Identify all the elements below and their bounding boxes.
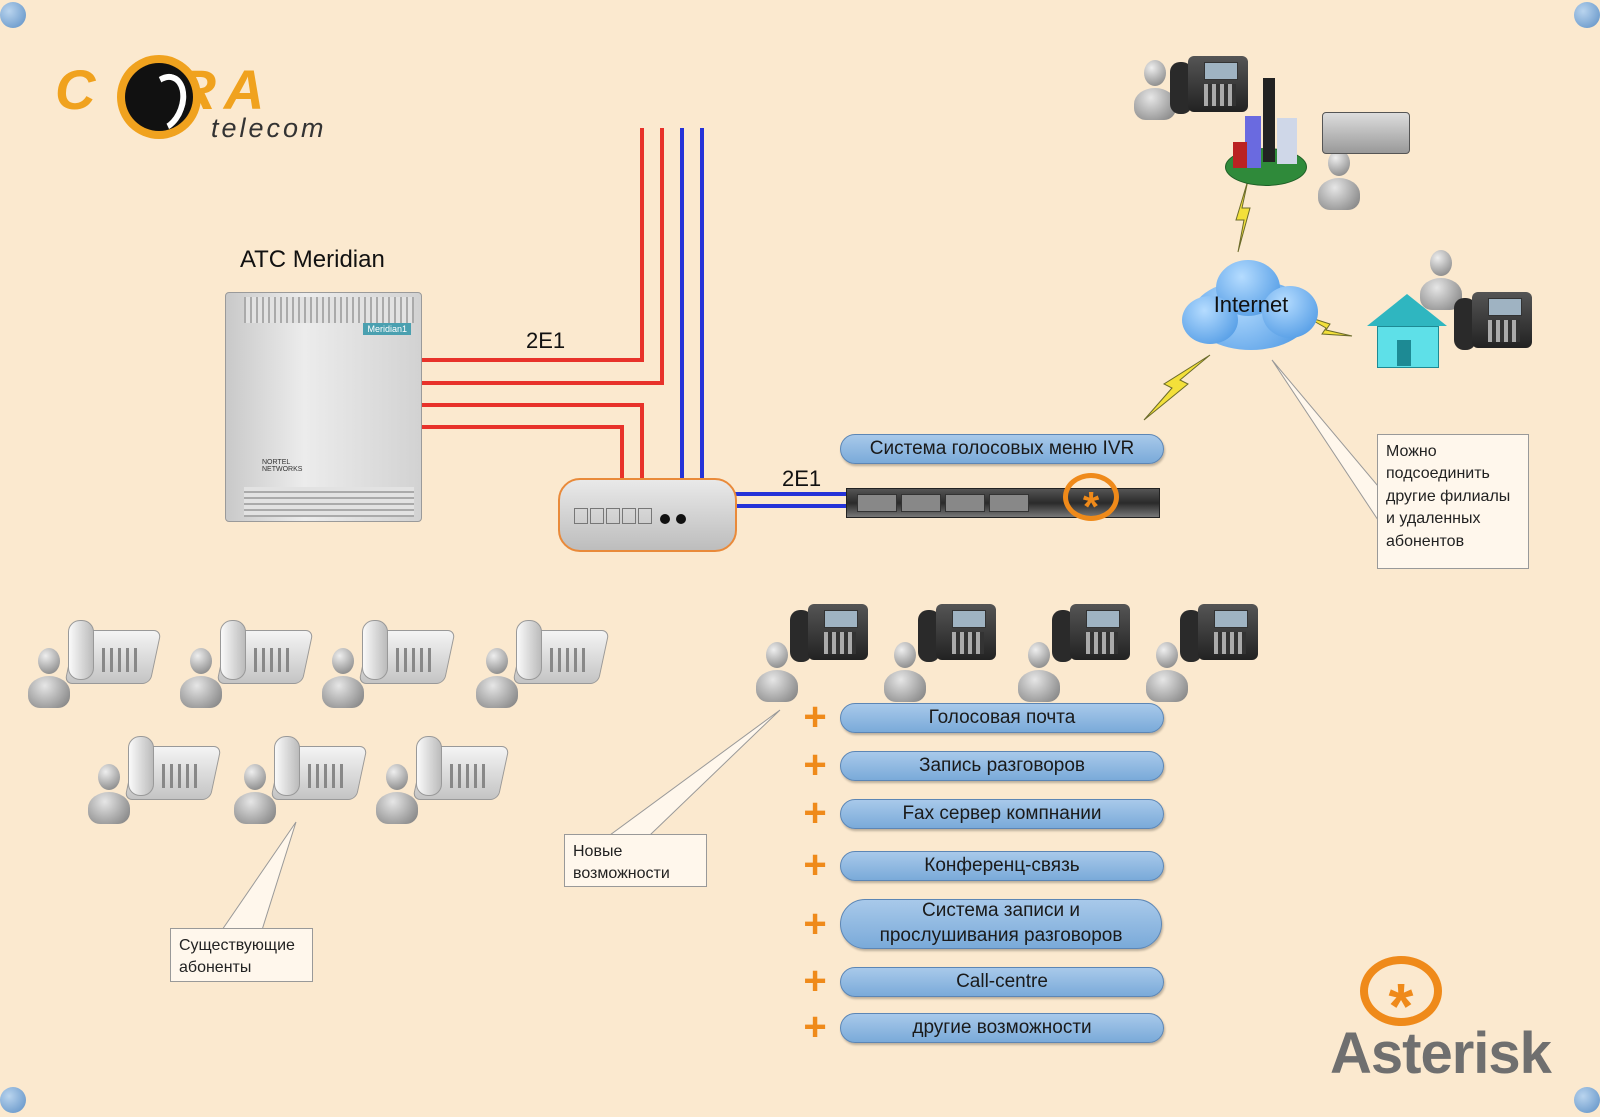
logo-sub: telecom — [211, 113, 327, 143]
user-figure-icon — [756, 642, 798, 704]
ip-phone-icon — [1170, 56, 1248, 114]
pda-device-icon — [1322, 112, 1410, 154]
user-figure-icon — [1134, 60, 1176, 122]
asterisk-logo-icon: * — [1360, 956, 1442, 1042]
lightning-bolts — [1143, 179, 1353, 421]
user-figure-icon — [884, 642, 926, 704]
corner-dot — [1574, 1087, 1600, 1113]
feature-item: Система записи и прослушивания разговоро… — [840, 899, 1162, 949]
user-figure-icon — [234, 764, 276, 826]
internet-label: Internet — [1213, 292, 1289, 317]
user-figure-icon — [476, 648, 518, 710]
logo-emblem — [117, 55, 201, 139]
feature-item: Голосовая почта — [840, 703, 1164, 733]
remote-office — [1225, 78, 1307, 188]
analog-phone-icon — [412, 736, 510, 800]
analog-phone-icon — [64, 620, 162, 684]
feature-item: Запись разговоров — [840, 751, 1164, 781]
analog-phone-icon — [512, 620, 610, 684]
user-figure-icon — [322, 648, 364, 710]
corner-dot — [1574, 2, 1600, 28]
pbx-vent-bottom — [244, 487, 414, 517]
ip-phone-icon — [1180, 604, 1258, 662]
callout-remote: Можно подсоединить другие филиалы и удал… — [1377, 434, 1529, 569]
plus-icon: + — [803, 791, 827, 835]
link-label-left: 2E1 — [526, 328, 566, 353]
house-icon — [1367, 294, 1447, 370]
user-figure-icon — [1318, 150, 1360, 212]
plus-icon: + — [803, 743, 827, 787]
pbx-vent-top — [244, 297, 414, 323]
feature-item: Конференц-связь — [840, 851, 1164, 881]
analog-phone-icon — [358, 620, 456, 684]
feature-item: Fax сервер компнании — [840, 799, 1164, 829]
corner-dot — [0, 1087, 26, 1113]
plus-icon: + — [803, 695, 827, 739]
feature-item: Call-centre — [840, 967, 1164, 997]
plus-icon: + — [803, 1005, 827, 1049]
ip-phone-icon — [1454, 292, 1532, 350]
pbx-cabinet: Meridian1 NORTEL NETWORKS — [225, 292, 422, 522]
callout-new: Новые возможности — [564, 834, 707, 887]
ip-phone-icon — [918, 604, 996, 662]
pbx-maker: NORTEL NETWORKS — [262, 459, 303, 473]
user-figure-icon — [1420, 250, 1462, 312]
user-figure-icon — [180, 648, 222, 710]
asterisk-server: * — [846, 473, 1160, 530]
plus-icon: + — [803, 902, 827, 946]
analog-phone-icon — [216, 620, 314, 684]
user-figure-icon — [376, 764, 418, 826]
ivr-pill: Система голосовых меню IVR — [840, 434, 1164, 464]
plus-icon: + — [803, 959, 827, 1003]
corner-dot — [0, 2, 26, 28]
link-label-right: 2E1 — [782, 466, 822, 491]
ip-phone-icon — [790, 604, 868, 662]
callout-tails — [221, 359, 1379, 931]
ip-phone-icon — [1052, 604, 1130, 662]
e1-blue-lines — [680, 128, 850, 508]
asterisk-logo-text: Asterisk — [1330, 1021, 1552, 1086]
gateway-ports — [574, 508, 686, 529]
analog-phone-icon — [124, 736, 222, 800]
gateway-device — [558, 478, 737, 552]
user-figure-icon — [28, 648, 70, 710]
user-figure-icon — [88, 764, 130, 826]
analog-phone-icon — [270, 736, 368, 800]
internet-cloud: Internet — [1182, 256, 1320, 360]
asterisk-badge-icon: * — [1063, 473, 1119, 530]
plus-icon: + — [803, 843, 827, 887]
e1-red-lines — [420, 128, 664, 478]
pbx-title: АТС Meridian — [240, 246, 385, 273]
feature-item: другие возможности — [840, 1013, 1164, 1043]
cobra-logo: C BRA telecom — [55, 55, 375, 150]
pbx-badge: Meridian1 — [363, 323, 411, 335]
callout-existing: Существующие абоненты — [170, 928, 313, 982]
asterisk-logo: * Asterisk — [1330, 956, 1552, 1086]
user-figure-icon — [1146, 642, 1188, 704]
user-figure-icon — [1018, 642, 1060, 704]
